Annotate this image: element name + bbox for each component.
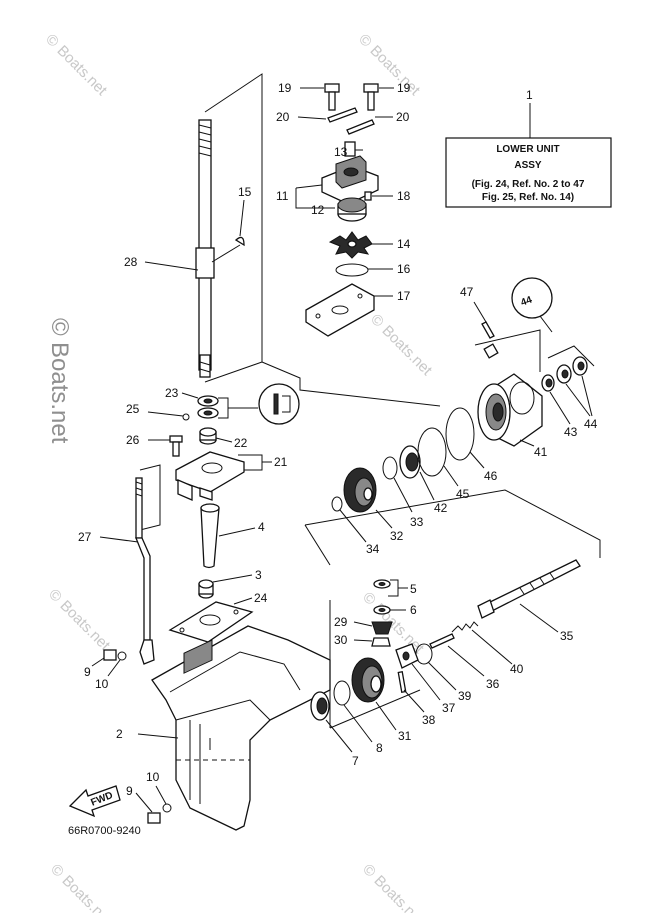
bearing-housing-group: 34 32 33 42 45 46 41 43 (331, 277, 598, 556)
callout-31: 31 (398, 729, 412, 743)
callout-22: 22 (234, 436, 248, 450)
title-line-1: LOWER UNIT (496, 144, 559, 155)
detail-seal-label: 44 (519, 294, 534, 308)
title-line-3: (Fig. 24, Ref. No. 2 to 47 (472, 179, 585, 190)
callout-18: 18 (397, 189, 411, 203)
watermark-text: Boats.net (53, 42, 110, 99)
callout-46: 46 (484, 469, 498, 483)
callout-12: 12 (311, 203, 325, 217)
callout-33: 33 (410, 515, 424, 529)
water-pump-group: 19 19 20 20 13 11 12 18 14 16 (276, 81, 411, 337)
callout-44a: 44 (584, 417, 598, 431)
watermark-text: Boats.net (58, 872, 115, 913)
callout-40: 40 (510, 662, 524, 676)
callout-14: 14 (397, 237, 411, 251)
watermark-large-text: Boats.net (46, 342, 73, 444)
callout-20a: 20 (276, 110, 290, 124)
callout-7: 7 (352, 754, 359, 768)
watermark-large-symbol: © (46, 318, 73, 336)
callout-23: 23 (165, 386, 179, 400)
callout-37: 37 (442, 701, 456, 715)
propeller-shaft-group: 35 5 6 29 30 40 36 39 37 (310, 559, 581, 768)
fwd-arrow: FWD (68, 785, 121, 818)
callout-47: 47 (460, 285, 474, 299)
watermark-text: Boats.net (56, 597, 113, 654)
title-box: 1 LOWER UNIT ASSY (Fig. 24, Ref. No. 2 t… (445, 88, 612, 208)
callout-24: 24 (254, 591, 268, 605)
callout-19a: 19 (278, 81, 292, 95)
callout-36: 36 (486, 677, 500, 691)
callout-28: 28 (124, 255, 138, 269)
callout-3: 3 (255, 568, 262, 582)
callout-25: 25 (126, 402, 140, 416)
shift-group: 23 25 26 22 21 27 (78, 383, 300, 665)
callout-15: 15 (238, 185, 252, 199)
callout-43: 43 (564, 425, 578, 439)
callout-13: 13 (334, 145, 348, 159)
drive-shaft: 28 (124, 119, 215, 378)
title-line-2: ASSY (514, 160, 542, 171)
callout-10b: 10 (146, 770, 160, 784)
callout-41: 41 (534, 445, 548, 459)
callout-9a: 9 (84, 665, 91, 679)
callout-45: 45 (456, 487, 470, 501)
callout-32: 32 (390, 529, 404, 543)
group-brackets (139, 73, 601, 729)
part-15: 15 (211, 185, 252, 263)
callout-29: 29 (334, 615, 348, 629)
diagram-code: 66R0700-9240 (68, 825, 141, 837)
callout-1: 1 (526, 88, 533, 102)
callout-19b: 19 (397, 81, 411, 95)
water-tube-group: 4 3 24 (168, 503, 268, 643)
watermark-text: Boats.net (370, 872, 427, 913)
title-line-4: Fig. 25, Ref. No. 14) (482, 192, 574, 203)
callout-30: 30 (334, 633, 348, 647)
callout-27: 27 (78, 530, 92, 544)
lower-casing: 2 9 10 9 10 (84, 625, 331, 831)
callout-11: 11 (276, 189, 289, 203)
callout-2: 2 (116, 727, 123, 741)
callout-16: 16 (397, 262, 411, 276)
callout-26: 26 (126, 433, 140, 447)
callout-5: 5 (410, 582, 417, 596)
callout-38: 38 (422, 713, 436, 727)
callout-21: 21 (274, 455, 288, 469)
callout-17: 17 (397, 289, 411, 303)
callout-42: 42 (434, 501, 448, 515)
callout-9b: 9 (126, 784, 133, 798)
callout-35: 35 (560, 629, 574, 643)
watermark-text: Boats.net (378, 322, 435, 379)
callout-20b: 20 (396, 110, 410, 124)
callout-10a: 10 (95, 677, 109, 691)
callout-34: 34 (366, 542, 380, 556)
callout-6: 6 (410, 603, 417, 617)
callout-8: 8 (376, 741, 383, 755)
callout-4: 4 (258, 520, 265, 534)
callout-39: 39 (458, 689, 472, 703)
